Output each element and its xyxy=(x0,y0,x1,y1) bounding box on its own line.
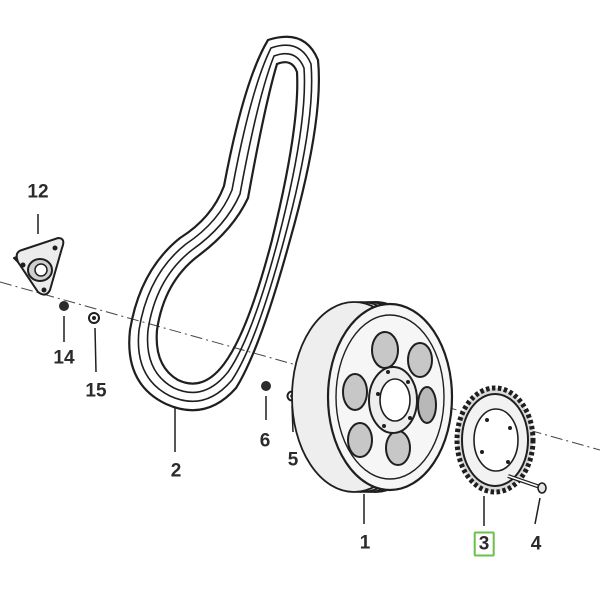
part-12-bearing-flange[interactable] xyxy=(13,214,65,296)
part-15-washer[interactable] xyxy=(88,312,100,373)
part-6-nut[interactable] xyxy=(261,381,271,420)
part-14-nut[interactable] xyxy=(59,301,69,342)
part-1-pulley[interactable] xyxy=(291,301,454,524)
callout-4[interactable]: 4 xyxy=(530,533,542,555)
callout-1[interactable]: 1 xyxy=(359,532,371,554)
part-3-sprocket[interactable] xyxy=(454,385,536,526)
callout-12[interactable]: 12 xyxy=(27,181,49,203)
part-4-bolt[interactable] xyxy=(507,474,547,525)
part-2-drive-belt[interactable] xyxy=(128,35,320,452)
callout-15[interactable]: 15 xyxy=(85,380,107,402)
callout-5[interactable]: 5 xyxy=(287,449,299,471)
callout-6[interactable]: 6 xyxy=(259,430,271,452)
callout-14[interactable]: 14 xyxy=(53,347,75,369)
callout-3[interactable]: 3 xyxy=(473,531,495,557)
callout-2[interactable]: 2 xyxy=(170,460,182,482)
